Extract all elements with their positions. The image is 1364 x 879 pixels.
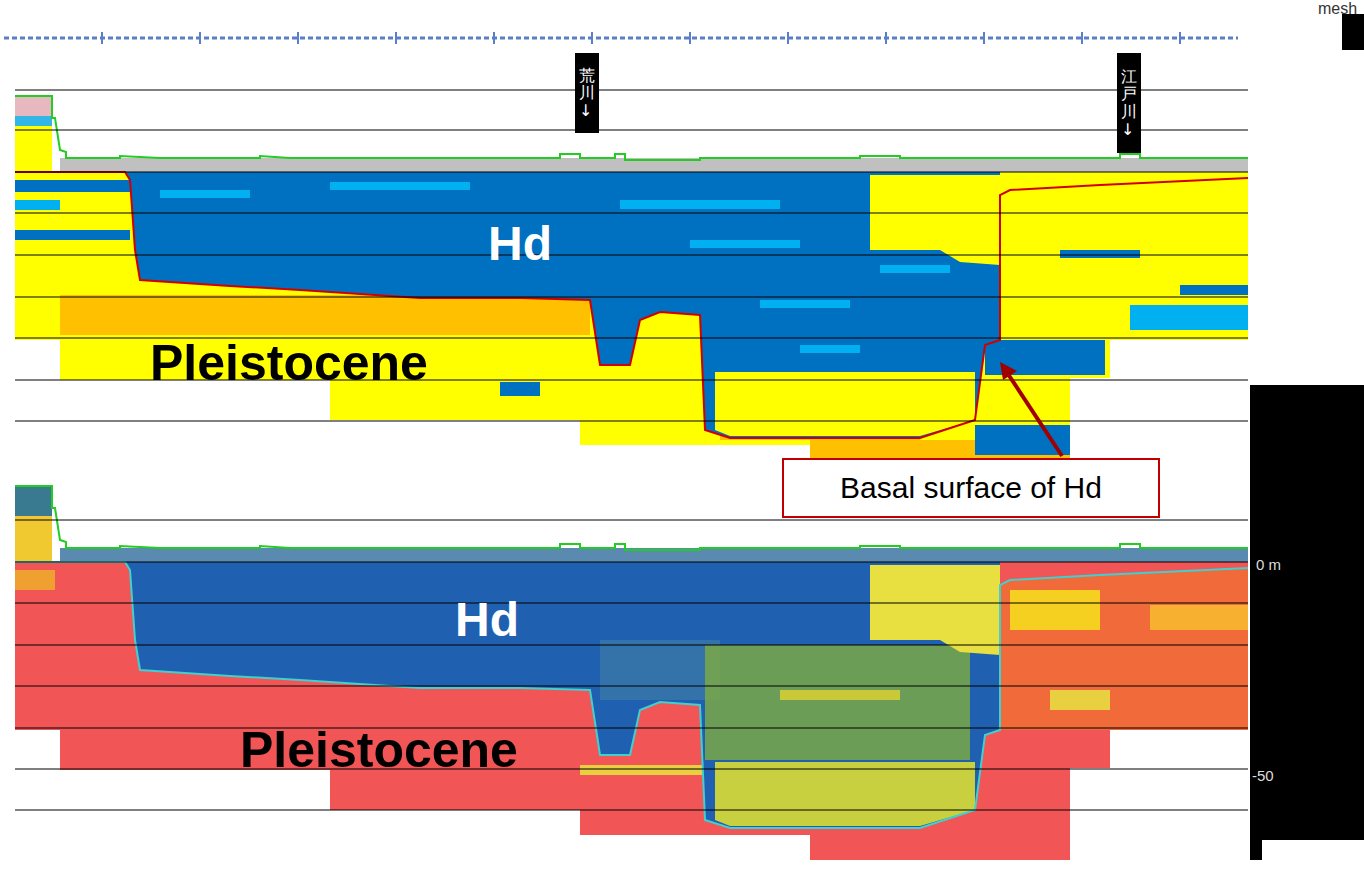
mixed-zone: [705, 645, 970, 760]
sand-fill: [1000, 568, 1248, 730]
callout-text: Basal surface of Hd: [840, 471, 1102, 505]
river-name: 江戸川↓: [1121, 68, 1137, 138]
ruler-tick: [297, 32, 299, 44]
grid-line: [15, 645, 1248, 646]
silt-strip: [880, 265, 950, 273]
ruler-tick: [885, 32, 887, 44]
facies-panel: [15, 96, 1248, 470]
grid-line: [15, 562, 1248, 563]
grid-line: [15, 90, 1248, 91]
silt-strip: [1130, 305, 1248, 330]
river-tag: 荒川↓: [575, 53, 599, 133]
grid-line: [15, 213, 1248, 214]
ruler-tick: [199, 32, 201, 44]
sand-patch: [870, 565, 1000, 655]
silt-strip: [15, 116, 52, 126]
clay-strip: [15, 230, 130, 240]
sand-patch: [715, 762, 975, 826]
silt-strip: [160, 190, 250, 198]
grid-line: [15, 172, 1248, 173]
silt-strip: [800, 345, 860, 353]
scale-bar: [1250, 385, 1364, 840]
grid-line: [15, 728, 1248, 729]
ruler-tick: [689, 32, 691, 44]
orange-band: [60, 295, 590, 335]
unit-label: Hd: [455, 596, 519, 644]
pleistocene-fill: [15, 562, 1248, 860]
ruler-tick: [1179, 32, 1181, 44]
ruler-ticks: [102, 32, 1180, 44]
grid-line: [15, 255, 1248, 256]
clay-strip: [1180, 285, 1248, 295]
fill-layer: [15, 486, 52, 516]
unit-label: Hd: [488, 220, 552, 268]
pleistocene-fill: [15, 172, 1248, 470]
leader-arrow: [1008, 374, 1062, 456]
sand-streak: [780, 690, 900, 700]
silt-strip: [330, 182, 470, 190]
fill-layer: [15, 96, 52, 116]
mixed-zone: [600, 640, 720, 700]
river-tag: 江戸川↓: [1117, 53, 1141, 153]
ruler-tick: [983, 32, 985, 44]
sand-patch: [1150, 605, 1248, 630]
ruler-tick: [395, 32, 397, 44]
ruler-tick: [787, 32, 789, 44]
mesh-ruler: [4, 14, 1364, 50]
silt-strip: [760, 300, 850, 308]
unit-label: Pleistocene: [150, 338, 428, 388]
sand-patch: [1010, 590, 1100, 630]
grid-line: [15, 686, 1248, 687]
ruler-line: [4, 37, 1238, 40]
hd-fill: [125, 562, 1000, 828]
arrow-head: [1000, 362, 1017, 380]
black-block: [1342, 14, 1364, 50]
mesh-label: mesh: [1318, 1, 1357, 17]
ruler-tick: [101, 32, 103, 44]
depth-grid: [15, 90, 1248, 810]
grid-line: [15, 421, 1248, 422]
clay-strip: [500, 382, 540, 396]
clay-strip: [975, 425, 1070, 455]
basal-surface-line: [15, 172, 1248, 438]
grid-line: [15, 297, 1248, 298]
grid-line: [15, 603, 1248, 604]
ruler-tick: [591, 32, 593, 44]
unit-label: Pleistocene: [240, 725, 518, 775]
grid-line: [15, 769, 1248, 770]
ruler-tick: [1081, 32, 1083, 44]
clay-strip: [1060, 250, 1140, 258]
callout-box: Basal surface of Hd: [782, 458, 1160, 518]
clay-strip: [15, 180, 130, 192]
grid-line: [15, 520, 1248, 521]
basal-surface-line: [15, 562, 1248, 828]
silt-strip: [15, 200, 60, 210]
sand-patch: [715, 372, 975, 436]
sand-patch: [870, 175, 1000, 265]
grid-line: [15, 810, 1248, 811]
sand-patch: [15, 570, 55, 590]
sand-layer: [15, 516, 52, 562]
depth-label: 0 m: [1256, 557, 1281, 572]
sand-layer: [15, 126, 52, 172]
silt-strip: [690, 240, 800, 248]
ruler-tick: [493, 32, 495, 44]
sand-patch: [1050, 690, 1110, 710]
ground-surface: [15, 96, 1248, 160]
model-panel: [15, 486, 1248, 860]
depth-label: -50: [1252, 768, 1274, 783]
hd-fill: [125, 172, 1000, 438]
grid-line: [15, 130, 1248, 131]
river-name: 荒川↓: [579, 67, 595, 120]
scale-bar: [1250, 840, 1262, 860]
silt-strip: [620, 200, 780, 209]
